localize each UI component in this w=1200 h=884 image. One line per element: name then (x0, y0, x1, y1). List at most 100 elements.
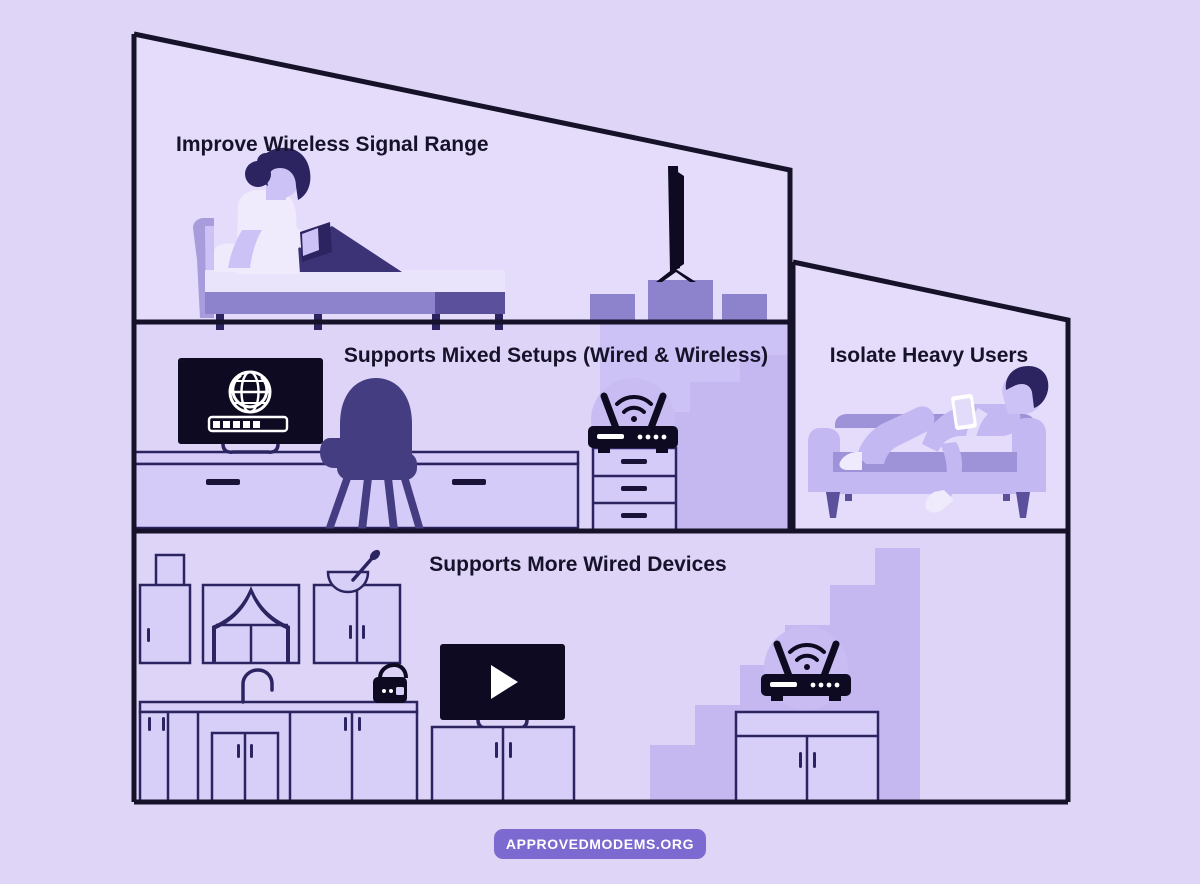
router-led (661, 434, 667, 440)
side-tv-setup (590, 166, 767, 320)
router-led (818, 682, 824, 688)
window-curtain-left (212, 586, 251, 663)
drawer-handle (621, 459, 647, 464)
site-badge[interactable]: APPROVEDMODEMS.ORG (494, 829, 706, 859)
man-shoe (925, 490, 954, 513)
couch-foot-detail (845, 494, 852, 501)
smartphone-screen (954, 398, 974, 426)
cabinet-handle (344, 717, 347, 731)
loading-bar (207, 415, 289, 433)
man-hair (1005, 366, 1049, 408)
site-badge-bg[interactable] (494, 829, 706, 859)
router-led (637, 434, 643, 440)
wifi-signal-icon (788, 642, 826, 670)
cabinet-handle (147, 628, 150, 642)
router-led (653, 434, 659, 440)
desk-monitor (178, 358, 323, 454)
cabinet-handle (237, 744, 240, 758)
chair-leg (325, 476, 352, 530)
chair-leg (358, 478, 372, 530)
router-foot (829, 696, 841, 701)
cabinet-handle (148, 717, 151, 731)
couch (808, 414, 1046, 518)
router-foot (771, 696, 783, 701)
router-foot (656, 448, 668, 453)
router-antenna (820, 640, 840, 680)
cabinet-handle (349, 625, 352, 639)
router-light-bar (597, 434, 624, 439)
couch-foot-detail (1003, 494, 1010, 501)
wifi-router-body (588, 426, 678, 448)
annex-scene (808, 366, 1049, 518)
couch-leg (826, 492, 840, 518)
cabinet-handle (813, 752, 816, 768)
router-foot (598, 448, 610, 453)
house-main-outline (133, 31, 793, 530)
monitor-stand (221, 443, 280, 454)
router-light-bar (770, 682, 797, 687)
wifi-signal-icon (615, 394, 653, 422)
open-book-page (302, 228, 319, 256)
sink-faucet-icon (241, 668, 274, 704)
toaster-icon (373, 662, 408, 703)
man-on-couch (839, 366, 1049, 513)
middle-scene (132, 358, 678, 532)
cabinet-handle (495, 742, 498, 758)
tv-stand-center (648, 280, 713, 320)
cabinet-handle (250, 744, 253, 758)
house-annex-outline (792, 259, 1071, 802)
router-antenna (773, 640, 793, 680)
chair-leg (384, 478, 398, 530)
man-lower-leg (938, 442, 963, 498)
label-middle: Supports Mixed Setups (Wired & Wireless) (344, 344, 768, 367)
couch-base (826, 472, 1024, 494)
cabinet-handle (358, 717, 361, 731)
desk-drawer-handle (206, 479, 240, 485)
attic-scene (193, 147, 767, 330)
television-side (668, 166, 680, 272)
tv-stand-right (722, 294, 767, 320)
chair-seat (337, 452, 417, 480)
woman-hair-bun-top (257, 153, 275, 171)
router-led (834, 682, 840, 688)
man-arm (966, 408, 988, 438)
label-attic: Improve Wireless Signal Range (176, 133, 489, 156)
window-curtain-right (251, 586, 290, 663)
cabinet-handle (509, 742, 512, 758)
bed-frame (205, 292, 505, 314)
bed-frame-dark (435, 292, 505, 314)
tv-stand-left (590, 294, 635, 320)
house-outline (131, 31, 1071, 805)
router-antenna (600, 392, 620, 432)
cabinet-handle (799, 752, 802, 768)
drawer-handle (621, 486, 647, 491)
cabinet-handle (162, 717, 165, 731)
desk-drawer-handle (452, 479, 486, 485)
couch-leg (1016, 492, 1030, 518)
kitchen-base-cabinets (138, 662, 419, 804)
office-chair (320, 378, 424, 530)
kitchen-countertop (138, 700, 419, 714)
cabinet-handle (362, 625, 365, 639)
tv-play-setup (430, 644, 576, 804)
router-station-ground (734, 626, 880, 804)
router-led (645, 434, 651, 440)
woman-reading (228, 147, 332, 274)
drawer-handle (621, 513, 647, 518)
man-legs (857, 406, 935, 464)
router-antenna (647, 392, 667, 432)
tv-foot (656, 268, 696, 282)
site-badge-label: APPROVEDMODEMS.ORG (506, 836, 694, 852)
ground-scene (138, 549, 880, 804)
television-side-bezel (678, 172, 684, 268)
kitchen-wall-cabinet-left (138, 583, 192, 665)
woman-arm (228, 230, 262, 268)
chair-leg (400, 476, 424, 530)
router-led (810, 682, 816, 688)
wifi-router-body (761, 674, 851, 696)
label-annex: Isolate Heavy Users (830, 344, 1028, 367)
play-triangle-icon (491, 665, 518, 699)
mixing-bowl-icon (326, 549, 381, 594)
globe-loading-icon (228, 370, 272, 414)
